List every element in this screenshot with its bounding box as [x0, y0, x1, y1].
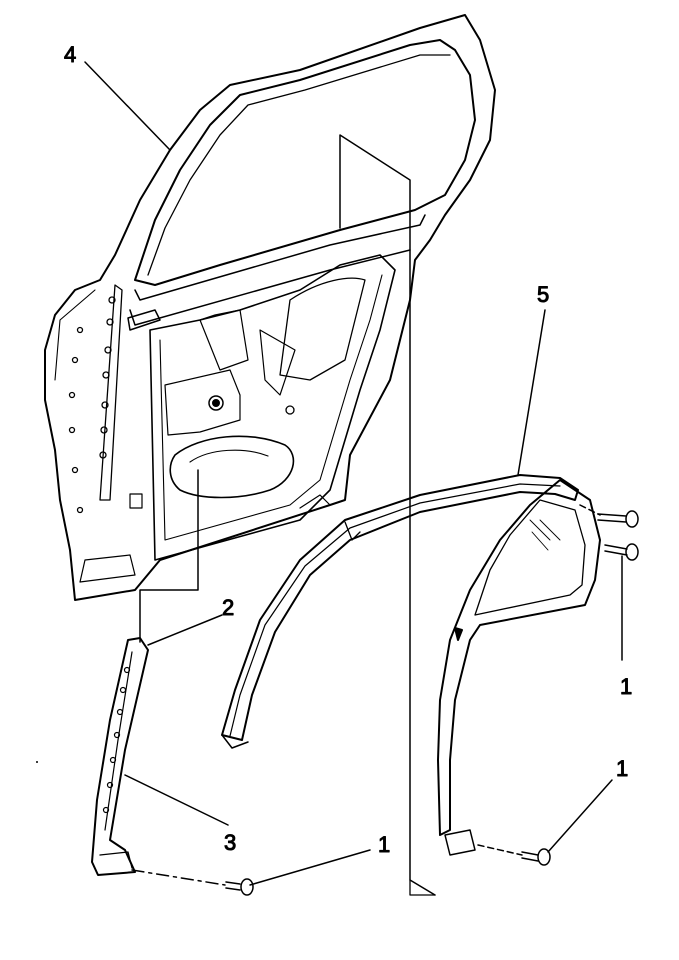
leader-lines [84, 61, 623, 896]
callout-1-right-lower: 1 [616, 756, 628, 781]
channel-icon [91, 637, 149, 876]
callout-4: 4 [64, 42, 76, 67]
callout-2: 2 [222, 595, 234, 620]
callout-1-right-upper: 1 [620, 674, 632, 699]
bolt-icon [225, 510, 639, 896]
stray-dot [36, 761, 38, 763]
callout-1-bottom: 1 [378, 832, 390, 857]
callout-5: 5 [537, 282, 549, 307]
door-icon [44, 14, 496, 601]
window-frame-icon [221, 474, 601, 856]
callout-3: 3 [224, 830, 236, 855]
